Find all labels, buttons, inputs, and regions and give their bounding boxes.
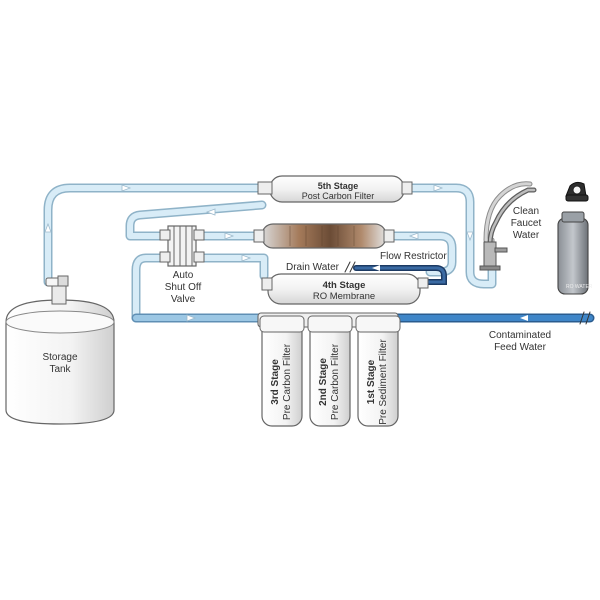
- storage-tank-label: Storage Tank: [30, 352, 90, 376]
- flow-restrictor-label: Flow Restrictor: [380, 251, 447, 262]
- contaminated-feed-label: Contaminated Feed Water: [470, 330, 570, 354]
- clean-faucet-line3: Water: [512, 230, 540, 241]
- stage3-name: Pre Carbon Filter: [282, 343, 293, 421]
- storage-tank: [5, 275, 115, 425]
- clean-faucet-label: Clean Faucet Water: [504, 206, 548, 242]
- auto-shutoff-valve: [159, 225, 205, 267]
- clean-faucet-line2: Faucet: [510, 218, 542, 229]
- stage2-name: Pre Carbon Filter: [330, 343, 341, 421]
- prefilter-housings: [257, 312, 401, 427]
- contaminated-line1: Contaminated: [488, 330, 552, 341]
- stage4-ro-membrane: [261, 273, 429, 305]
- auto-shutoff-line2: Shut Off: [164, 282, 202, 293]
- stage4-title: 4th Stage: [322, 280, 366, 291]
- stage1-label: 1st Stage Pre Sediment Filter: [366, 338, 390, 426]
- drain-water-label: Drain Water: [286, 262, 339, 273]
- stage2-label: 2nd Stage Pre Carbon Filter: [318, 338, 342, 426]
- bottle-cap: [565, 181, 589, 202]
- stage1-title: 1st Stage: [366, 359, 377, 405]
- inline-carbon-cartridge: [253, 223, 395, 249]
- stage1-name: Pre Sediment Filter: [378, 339, 389, 425]
- auto-shutoff-label: Auto Shut Off Valve: [156, 270, 210, 306]
- stage5-label: 5th Stage Post Carbon Filter: [282, 181, 394, 201]
- stage3-label: 3rd Stage Pre Carbon Filter: [270, 338, 294, 426]
- drain-line: [344, 261, 447, 285]
- auto-shutoff-line1: Auto: [172, 270, 194, 281]
- stage4-label: 4th Stage RO Membrane: [284, 280, 404, 302]
- stage5-title: 5th Stage: [317, 181, 359, 191]
- storage-tank-line1: Storage: [42, 352, 78, 363]
- clean-water-lines: [43, 181, 533, 323]
- clean-faucet-line1: Clean: [512, 206, 540, 217]
- stage5-post-carbon-filter: [257, 175, 413, 203]
- water-bottle: RO WATER: [557, 211, 593, 295]
- feed-water-line: [391, 311, 595, 325]
- stage4-name: RO Membrane: [312, 291, 376, 302]
- svg-text:RO WATER: RO WATER: [566, 284, 593, 290]
- stage5-name: Post Carbon Filter: [301, 191, 375, 201]
- flow-arrows: [44, 184, 474, 322]
- auto-shutoff-line3: Valve: [170, 294, 196, 305]
- faucet: [479, 187, 537, 271]
- contaminated-line2: Feed Water: [494, 342, 546, 353]
- stage3-title: 3rd Stage: [270, 359, 281, 405]
- storage-tank-line2: Tank: [49, 364, 71, 375]
- stage2-title: 2nd Stage: [318, 358, 329, 406]
